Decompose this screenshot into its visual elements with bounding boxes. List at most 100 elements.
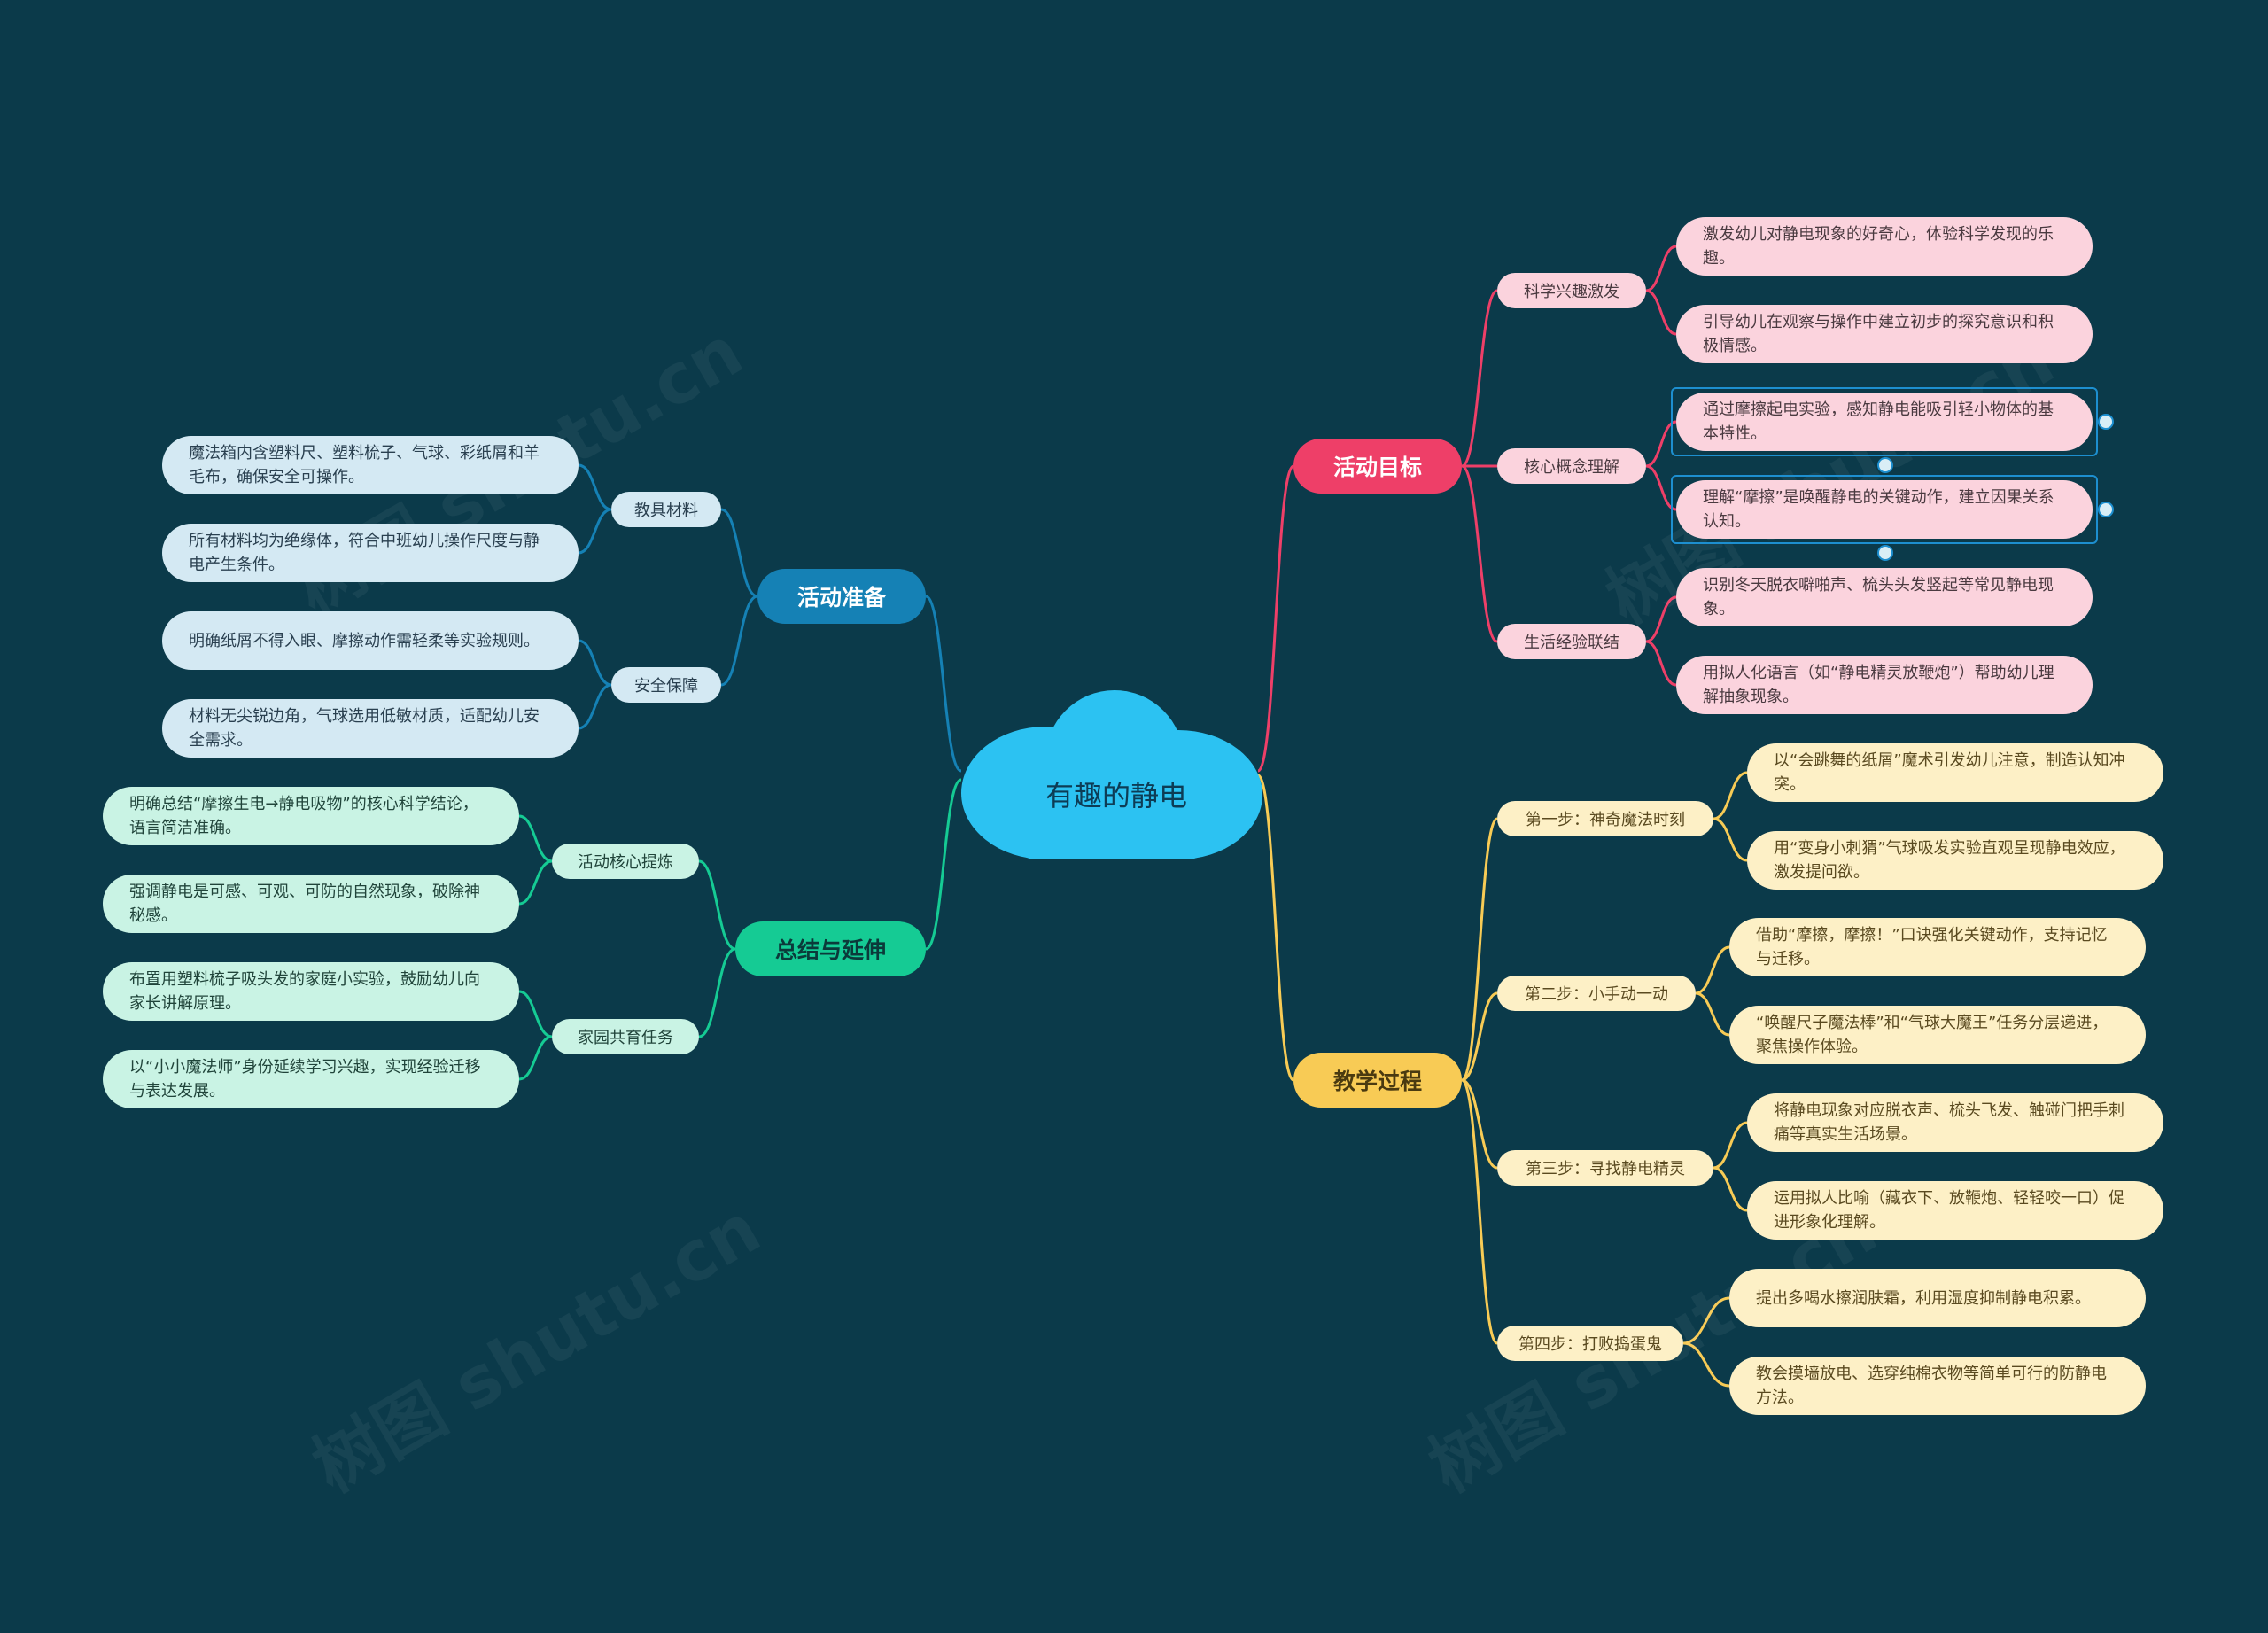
leaf-process-8[interactable]: 教会摸墙放电、选穿纯棉衣物等简单可行的防静电方法。 xyxy=(1729,1357,2146,1415)
connector-line xyxy=(1256,774,1295,1082)
selection-frame xyxy=(1671,475,2098,544)
connector-line xyxy=(578,639,612,687)
connector-line xyxy=(1713,1166,1748,1212)
leaf-process-2[interactable]: 用“变身小刺猬”气球吸发实验直观呈现静电效应，激发提问欲。 xyxy=(1747,831,2163,890)
connector-line xyxy=(518,1035,553,1081)
leaf-summary-2[interactable]: 强调静电是可感、可观、可防的自然现象，破除神秘感。 xyxy=(103,875,519,933)
center-cloud[interactable] xyxy=(957,687,1262,859)
leaf-text: 布置用塑料梳子吸头发的家庭小实验，鼓励幼儿向家长讲解原理。 xyxy=(129,970,480,1013)
center-topic-title: 有趣的静电 xyxy=(1045,779,1187,813)
connector-line xyxy=(1695,945,1730,995)
connector-line xyxy=(698,947,736,1038)
branch-summary[interactable]: 总结与延伸 xyxy=(735,921,926,976)
connector-line xyxy=(1713,771,1748,820)
sub-goals-interest[interactable]: 科学兴趣激发 xyxy=(1497,273,1646,308)
leaf-summary-3[interactable]: 布置用塑料梳子吸头发的家庭小实验，鼓励幼儿向家长讲解原理。 xyxy=(103,962,519,1021)
add-node-handle[interactable] xyxy=(1877,457,1893,473)
leaf-text: 材料无尖锐边角，气球选用低敏材质，适配幼儿安全需求。 xyxy=(189,707,540,750)
leaf-prep-3[interactable]: 明确纸屑不得入眼、摩擦动作需轻柔等实验规则。 xyxy=(162,611,579,670)
sub-process-3[interactable]: 第三步：寻找静电精灵 xyxy=(1497,1150,1713,1186)
leaf-text: 理解“摩擦”是唤醒静电的关键动作，建立因果关系认知。 xyxy=(1703,488,2054,531)
leaf-process-6[interactable]: 运用拟人比喻（藏衣下、放鞭炮、轻轻咬一口）促进形象化理解。 xyxy=(1747,1181,2163,1240)
sub-process-2[interactable]: 第二步：小手动一动 xyxy=(1497,976,1696,1011)
connector-line xyxy=(1645,245,1677,292)
leaf-goals-6[interactable]: 用拟人化语言（如“静电精灵放鞭炮”）帮助幼儿理解抽象现象。 xyxy=(1676,656,2093,714)
leaf-process-7[interactable]: 提出多喝水擦润肤霜，利用湿度抑制静电积累。 xyxy=(1729,1269,2146,1327)
connector-line xyxy=(1256,464,1295,773)
sub-prep-safety[interactable]: 安全保障 xyxy=(611,667,721,703)
leaf-goals-1[interactable]: 激发幼儿对静电现象的好奇心，体验科学发现的乐趣。 xyxy=(1676,217,2093,276)
sub-summary-core[interactable]: 活动核心提炼 xyxy=(552,844,699,879)
branch-prep[interactable]: 活动准备 xyxy=(757,569,926,624)
leaf-text: 运用拟人比喻（藏衣下、放鞭炮、轻轻咬一口）促进形象化理解。 xyxy=(1774,1189,2124,1232)
leaf-process-5[interactable]: 将静电现象对应脱衣声、梳头飞发、触碰门把手刺痛等真实生活场景。 xyxy=(1747,1093,2163,1152)
leaf-text: 以“小小魔法师”身份延续学习兴趣，实现经验迁移与表达发展。 xyxy=(129,1058,481,1100)
leaf-summary-1[interactable]: 明确总结“摩擦生电→静电吸物”的核心科学结论，语言简洁准确。 xyxy=(103,787,519,845)
connector-line xyxy=(1460,817,1499,1082)
sub-goals-life[interactable]: 生活经验联结 xyxy=(1497,624,1646,659)
connector-line xyxy=(1645,289,1677,336)
add-node-handle[interactable] xyxy=(2098,502,2114,517)
connector-line xyxy=(1695,991,1730,1037)
leaf-goals-4[interactable]: 理解“摩擦”是唤醒静电的关键动作，建立因果关系认知。 xyxy=(1676,480,2093,539)
leaf-process-1[interactable]: 以“会跳舞的纸屑”魔术引发幼儿注意，制造认知冲突。 xyxy=(1747,743,2163,802)
connector-line xyxy=(720,508,758,598)
connector-line xyxy=(1461,991,1498,1082)
connector-line xyxy=(1645,640,1677,687)
leaf-text: 所有材料均为绝缘体，符合中班幼儿操作尺度与静电产生条件。 xyxy=(189,532,540,574)
sub-summary-home[interactable]: 家园共育任务 xyxy=(552,1019,699,1054)
connector-line xyxy=(518,814,553,863)
connector-line xyxy=(1461,1078,1498,1170)
leaf-text: 教会摸墙放电、选穿纯棉衣物等简单可行的防静电方法。 xyxy=(1756,1365,2107,1407)
leaf-text: 以“会跳舞的纸屑”魔术引发幼儿注意，制造认知冲突。 xyxy=(1774,751,2125,794)
connector-line xyxy=(578,683,612,730)
leaf-text: 识别冬天脱衣噼啪声、梳头头发竖起等常见静电现象。 xyxy=(1703,576,2054,618)
leaf-process-3[interactable]: 借助“摩擦，摩擦！”口诀强化关键动作，支持记忆与迁移。 xyxy=(1729,918,2146,976)
connector-line xyxy=(698,859,736,951)
connector-line xyxy=(578,508,612,555)
connector-line xyxy=(1461,289,1498,468)
sub-process-1[interactable]: 第一步：神奇魔法时刻 xyxy=(1497,801,1713,836)
leaf-text: 强调静电是可感、可观、可防的自然现象，破除神秘感。 xyxy=(129,883,480,925)
branch-process[interactable]: 教学过程 xyxy=(1293,1053,1462,1108)
connector-line xyxy=(925,778,962,951)
add-node-handle[interactable] xyxy=(2098,414,2114,430)
branch-goals[interactable]: 活动目标 xyxy=(1293,439,1462,494)
leaf-text: “唤醒尺子魔法棒”和“气球大魔王”任务分层递进，聚焦操作体验。 xyxy=(1756,1014,2109,1056)
connector-line xyxy=(1713,1121,1748,1170)
leaf-text: 魔法箱内含塑料尺、塑料梳子、气球、彩纸屑和羊毛布，确保安全可操作。 xyxy=(189,444,540,486)
leaf-text: 激发幼儿对静电现象的好奇心，体验科学发现的乐趣。 xyxy=(1703,225,2054,268)
connector-line xyxy=(1713,817,1748,862)
sub-prep-materials[interactable]: 教具材料 xyxy=(611,492,721,527)
connector-line xyxy=(1461,464,1498,643)
leaf-text: 将静电现象对应脱衣声、梳头飞发、触碰门把手刺痛等真实生活场景。 xyxy=(1774,1101,2124,1144)
leaf-process-4[interactable]: “唤醒尺子魔法棒”和“气球大魔王”任务分层递进，聚焦操作体验。 xyxy=(1729,1006,2146,1064)
leaf-goals-5[interactable]: 识别冬天脱衣噼啪声、梳头头发竖起等常见静电现象。 xyxy=(1676,568,2093,626)
leaf-goals-3[interactable]: 通过摩擦起电实验，感知静电能吸引轻小物体的基本特性。 xyxy=(1676,393,2093,451)
connector-line xyxy=(518,859,553,906)
leaf-text: 引导幼儿在观察与操作中建立初步的探究意识和积极情感。 xyxy=(1703,313,2054,355)
leaf-text: 通过摩擦起电实验，感知静电能吸引轻小物体的基本特性。 xyxy=(1703,400,2054,443)
connector-line xyxy=(925,595,962,773)
connector-line xyxy=(518,990,553,1038)
leaf-prep-2[interactable]: 所有材料均为绝缘体，符合中班幼儿操作尺度与静电产生条件。 xyxy=(162,524,579,582)
connector-line xyxy=(1682,1296,1730,1345)
leaf-prep-4[interactable]: 材料无尖锐边角，气球选用低敏材质，适配幼儿安全需求。 xyxy=(162,699,579,758)
connector-line xyxy=(1645,595,1677,643)
leaf-text: 用“变身小刺猬”气球吸发实验直观呈现静电效应，激发提问欲。 xyxy=(1774,839,2125,882)
connector-line xyxy=(578,463,612,511)
connector-line xyxy=(1460,1078,1499,1345)
leaf-text: 用拟人化语言（如“静电精灵放鞭炮”）帮助幼儿理解抽象现象。 xyxy=(1703,664,2054,706)
leaf-text: 明确纸屑不得入眼、摩擦动作需轻柔等实验规则。 xyxy=(189,631,540,650)
connector-line xyxy=(1682,1341,1730,1388)
leaf-goals-2[interactable]: 引导幼儿在观察与操作中建立初步的探究意识和积极情感。 xyxy=(1676,305,2093,363)
sub-process-4[interactable]: 第四步：打败捣蛋鬼 xyxy=(1497,1326,1683,1361)
leaf-text: 提出多喝水擦润肤霜，利用湿度抑制静电积累。 xyxy=(1756,1288,2091,1308)
leaf-summary-4[interactable]: 以“小小魔法师”身份延续学习兴趣，实现经验迁移与表达发展。 xyxy=(103,1050,519,1108)
leaf-prep-1[interactable]: 魔法箱内含塑料尺、塑料梳子、气球、彩纸屑和羊毛布，确保安全可操作。 xyxy=(162,436,579,494)
add-node-handle[interactable] xyxy=(1877,545,1893,561)
sub-goals-concept[interactable]: 核心概念理解 xyxy=(1497,448,1646,484)
connector-line xyxy=(720,595,758,687)
